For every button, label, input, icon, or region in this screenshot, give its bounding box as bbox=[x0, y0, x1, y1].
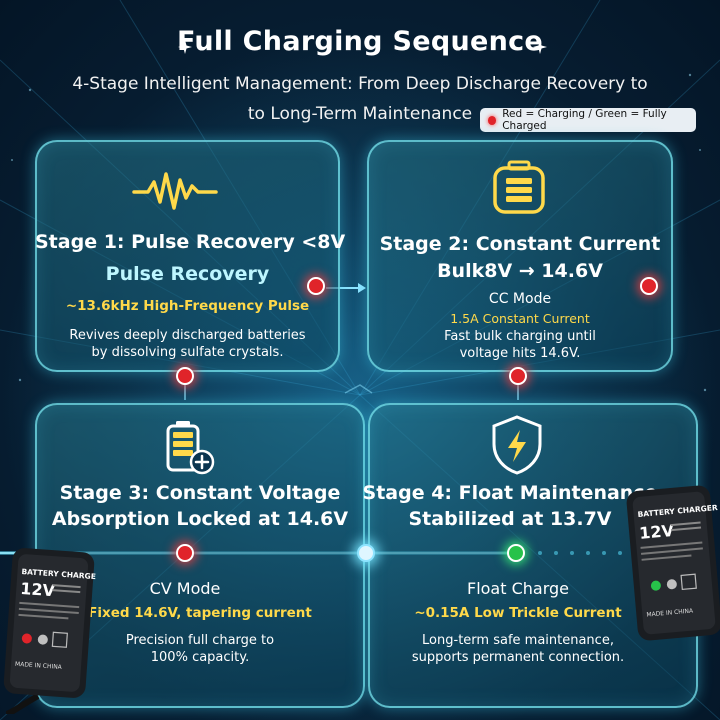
red-status-dot-icon bbox=[488, 115, 497, 125]
shield-bolt-icon bbox=[492, 415, 542, 475]
battery-icon bbox=[493, 160, 545, 214]
stage-1-desc-line-1: Revives deeply discharged batteries bbox=[69, 328, 306, 343]
stage-1-bottom-dot bbox=[176, 367, 194, 385]
stage-2-subtitle: Bulk8V → 14.6V bbox=[437, 260, 603, 282]
stage-2-detail: 1.5A Constant Current bbox=[450, 311, 590, 326]
stage-4-mode: Float Charge bbox=[466, 579, 569, 598]
stage-2-bottom-dot bbox=[509, 367, 527, 385]
sparkle-left-icon bbox=[178, 40, 192, 54]
subtitle-line-1: 4-Stage Intelligent Management: From Dee… bbox=[72, 74, 648, 94]
battery-charger-left: BATTERY CHARGER 12V MADE IN CHINA bbox=[3, 548, 96, 714]
stage-4-subtitle: Stabilized at 13.7V bbox=[408, 508, 612, 530]
stage-4-title: Stage 4: Float Maintenance bbox=[362, 482, 658, 504]
stage-1-status-dot bbox=[307, 277, 325, 295]
stage-1-detail: ~13.6kHz High-Frequency Pulse bbox=[65, 298, 310, 314]
stage-3-status-dot bbox=[176, 544, 194, 562]
charger-left-voltage: 12V bbox=[20, 579, 57, 600]
stage-2-status-dot bbox=[640, 277, 658, 295]
center-junction-dot bbox=[357, 544, 375, 562]
charger-right-voltage: 12V bbox=[638, 521, 675, 543]
stage-2-desc-line-1: Fast bulk charging until bbox=[444, 329, 596, 344]
stage-1-desc-line-2: by dissolving sulfate crystals. bbox=[91, 345, 284, 360]
stage-4-detail: ~0.15A Low Trickle Current bbox=[414, 605, 622, 621]
stage-3-detail: Fixed 14.6V, tapering current bbox=[88, 605, 312, 621]
stage-3-desc-line-1: Precision full charge to bbox=[125, 633, 275, 648]
stage-3-title: Stage 3: Constant Voltage bbox=[59, 482, 341, 504]
legend-text: Red = Charging / Green = Fully Charged bbox=[502, 108, 667, 132]
charger-right-made-in: MADE IN CHINA bbox=[646, 607, 694, 618]
stage-4-desc-line-2: supports permanent connection. bbox=[411, 650, 625, 665]
battery-plus-icon bbox=[166, 421, 215, 475]
stage-3-subtitle: Absorption Locked at 14.6V bbox=[51, 508, 349, 530]
status-legend: Red = Charging / Green = Fully Charged bbox=[480, 108, 696, 132]
stage-1-subtitle: Pulse Recovery bbox=[105, 263, 270, 285]
page-title: Full Charging Sequence bbox=[176, 26, 544, 57]
stage-3-mode: CV Mode bbox=[149, 579, 221, 598]
stage-3-desc-line-2: 100% capacity. bbox=[150, 650, 250, 665]
subtitle-line-2: to Long-Term Maintenance bbox=[247, 104, 473, 124]
stage-2-title: Stage 2: Constant Current bbox=[379, 233, 661, 255]
stage-1-title: Stage 1: Pulse Recovery <8V bbox=[35, 231, 346, 253]
sparkle-right-icon bbox=[533, 40, 547, 54]
stage-2-desc-line-2: voltage hits 14.6V. bbox=[459, 346, 581, 361]
pulse-wave-icon bbox=[132, 172, 218, 210]
stage-2-mode: CC Mode bbox=[488, 291, 552, 307]
stage-4-desc-line-1: Long-term safe maintenance, bbox=[422, 633, 614, 648]
charger-left-made-in: MADE IN CHINA bbox=[15, 661, 63, 671]
battery-charger-right: BATTERY CHARGER 12V MADE IN CHINA bbox=[626, 485, 720, 641]
stage-4-status-dot bbox=[507, 544, 525, 562]
